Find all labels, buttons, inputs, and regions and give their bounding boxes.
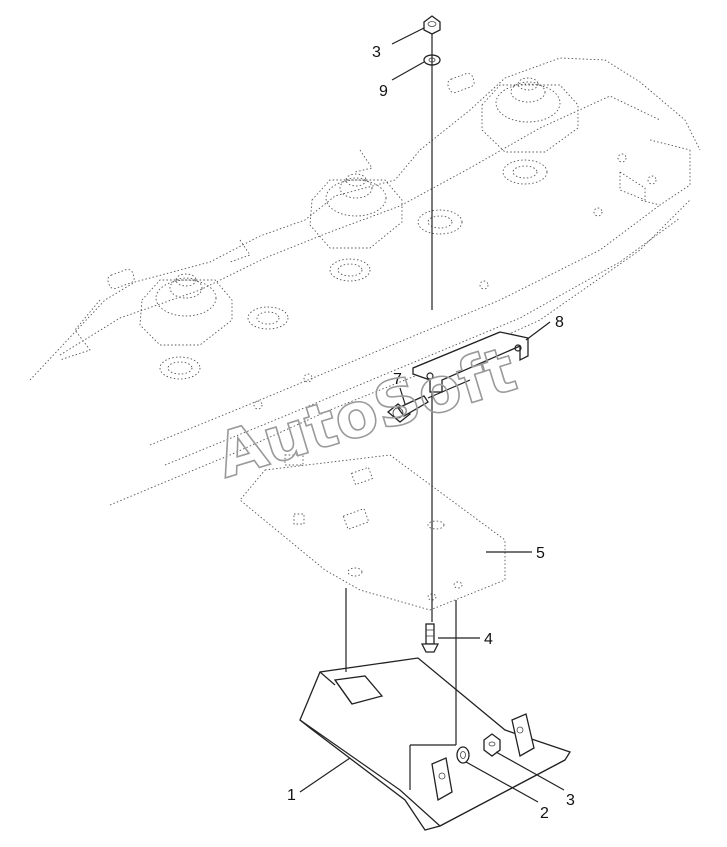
callout-1: 1 <box>287 787 296 804</box>
leader-lines <box>299 27 565 803</box>
part-5-skid-plate-upper <box>239 454 506 611</box>
callout-9: 9 <box>379 83 388 100</box>
callout-3-top: 3 <box>372 44 381 61</box>
callout-8: 8 <box>555 314 564 331</box>
part-3-nut-top <box>423 15 441 35</box>
callout-4: 4 <box>484 631 493 648</box>
part-7-bolt <box>386 395 429 423</box>
callout-2: 2 <box>540 805 549 822</box>
disc-hub-right <box>481 77 579 185</box>
callout-5: 5 <box>536 545 545 562</box>
part-1-skid-shoe <box>299 657 571 831</box>
part-4-screw <box>420 623 440 653</box>
disc-hub-middle <box>309 173 463 282</box>
disc-hub-left <box>139 273 289 380</box>
part-2-washer-bottom <box>456 746 470 764</box>
assembly-lines <box>345 34 471 790</box>
callout-7: 7 <box>393 371 402 388</box>
callout-3-bottom: 3 <box>566 792 575 809</box>
part-3-nut-bottom <box>483 733 501 757</box>
part-8-bracket <box>412 331 529 393</box>
cutter-bar-housing <box>29 57 701 506</box>
